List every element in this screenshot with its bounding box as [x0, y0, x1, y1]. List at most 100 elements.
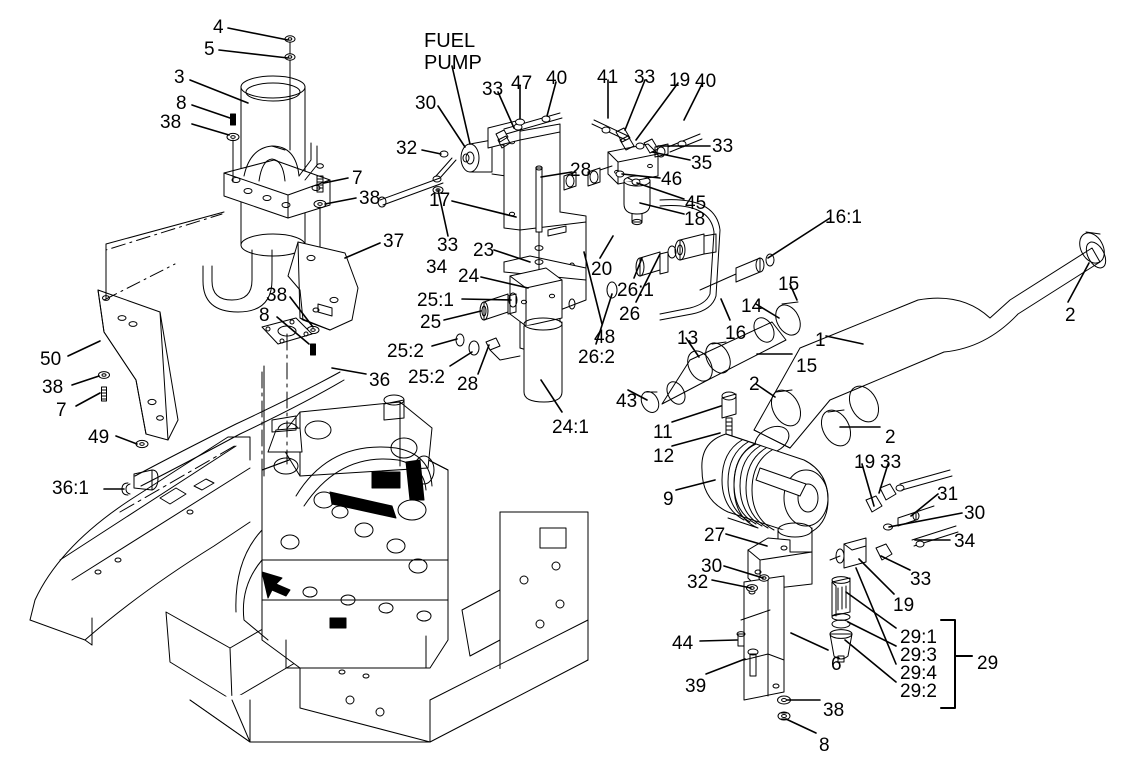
callout-39: 39 — [685, 676, 707, 697]
callout-2-mid: 2 — [749, 374, 760, 395]
callout-25-1: 25:1 — [417, 290, 454, 311]
callout-43: 43 — [616, 391, 638, 412]
callout-29-4: 29:4 — [900, 663, 937, 684]
callout-33-lower-right: 33 — [910, 569, 932, 590]
callout-40-left: 40 — [546, 68, 568, 89]
bracket-37 — [287, 241, 359, 331]
bracket-50 — [97, 289, 179, 449]
callout-16: 16 — [725, 323, 747, 344]
callout-33-right: 33 — [712, 136, 734, 157]
callout-8-base: 8 — [819, 735, 830, 756]
callout-7-muffler: 7 — [352, 168, 363, 189]
callout-38-bracket50: 38 — [42, 377, 64, 398]
callout-4: 4 — [213, 17, 224, 38]
muffler-top-fasteners — [284, 35, 296, 151]
callout-36-1: 36:1 — [52, 478, 89, 499]
callout-6: 6 — [831, 654, 842, 675]
callout-25-2-b: 25:2 — [408, 367, 445, 388]
callout-24: 24 — [458, 266, 480, 287]
exhaust-pipe-group — [640, 231, 1107, 455]
callout-11: 11 — [653, 422, 673, 443]
callout-31: 31 — [937, 484, 959, 505]
callout-32-bracket: 32 — [687, 572, 709, 593]
callout-38-base: 38 — [823, 700, 845, 721]
callout-2-top-right: 2 — [1065, 305, 1076, 326]
callout-28-plug: 28 — [457, 374, 479, 395]
callout-19-aircleaner: 19 — [854, 452, 876, 473]
callout-23: 23 — [473, 240, 495, 261]
callout-18: 18 — [684, 209, 706, 230]
callout-8-muffler: 8 — [176, 93, 187, 114]
group-bracket-29 — [940, 619, 973, 709]
chassis-frame — [29, 436, 589, 743]
muffler-left-fasteners — [226, 113, 240, 183]
callout-27: 27 — [704, 525, 726, 546]
callout-47: 47 — [511, 73, 533, 94]
callout-3: 3 — [174, 67, 185, 88]
callout-40-right: 40 — [695, 71, 717, 92]
callout-29-2: 29:2 — [900, 681, 937, 702]
callout-25-2-a: 25:2 — [387, 341, 424, 362]
fuel-fittings — [606, 233, 717, 299]
callout-33-filter: 33 — [634, 67, 656, 88]
callout-36: 36 — [369, 370, 391, 391]
callout-33-left-line: 33 — [437, 235, 459, 256]
callout-48: 48 — [594, 327, 616, 348]
callout-32-fuelpump: 32 — [396, 138, 418, 159]
callout-15-lower: 15 — [796, 356, 818, 377]
callout-45: 45 — [685, 193, 707, 214]
callout-8-bracket37: 8 — [259, 305, 270, 326]
callout-44: 44 — [672, 633, 694, 654]
callout-41: 41 — [597, 67, 619, 88]
callout-2-lower: 2 — [885, 427, 896, 448]
leader-lines — [67, 27, 1090, 734]
callout-34-left: 34 — [426, 257, 448, 278]
callout-13: 13 — [677, 328, 699, 349]
callout-38-bracket37: 38 — [266, 285, 288, 306]
callout-30-fuelpump: 30 — [415, 93, 437, 114]
callout-29-3: 29:3 — [900, 645, 937, 666]
callout-26: 26 — [619, 304, 641, 325]
callout-28-rod: 28 — [570, 160, 592, 181]
bracket-50-fasteners — [98, 371, 110, 402]
air-cleaner-bracket-27 — [736, 537, 813, 721]
item-29-group — [829, 576, 853, 663]
secondary-filter-assembly — [455, 267, 563, 403]
callout-7-bracket50: 7 — [56, 400, 67, 421]
callout-46: 46 — [661, 169, 683, 190]
fuel-filter-assembly — [563, 143, 659, 226]
callout-33-fuelpump: 33 — [482, 79, 504, 100]
callout-30-right: 30 — [964, 503, 986, 524]
callout-9: 9 — [663, 489, 674, 510]
callout-25: 25 — [420, 312, 442, 333]
hose-36 — [121, 371, 345, 496]
callout-17: 17 — [429, 190, 451, 211]
assembly-reference-lines-2 — [119, 333, 288, 513]
engine-assembly — [235, 394, 449, 669]
callout-29-1: 29:1 — [900, 627, 937, 648]
callout-30-bracket: 30 — [701, 556, 723, 577]
callout-15-upper: 15 — [778, 274, 800, 295]
callout-14: 14 — [741, 296, 763, 317]
callout-38-muffler: 38 — [160, 112, 182, 133]
direction-arrow — [261, 571, 291, 599]
callout-50: 50 — [40, 349, 62, 370]
callout-38-muffler-right: 38 — [359, 188, 381, 209]
callout-16-1: 16:1 — [825, 207, 862, 228]
callout-19-lower: 19 — [893, 595, 915, 616]
callout-19-filter: 19 — [669, 70, 691, 91]
assembly-reference-lines — [103, 213, 223, 301]
callout-20: 20 — [591, 259, 613, 280]
callout-49: 49 — [88, 427, 110, 448]
callout-5: 5 — [204, 39, 215, 60]
callout-12: 12 — [653, 446, 675, 467]
callout-26-1: 26:1 — [617, 280, 654, 301]
rod-28 — [534, 165, 544, 277]
fuel-hose-loop — [659, 199, 721, 321]
muffler-right-fasteners — [313, 163, 327, 263]
callout-24-1: 24:1 — [552, 417, 589, 438]
callout-34-right: 34 — [954, 531, 976, 552]
